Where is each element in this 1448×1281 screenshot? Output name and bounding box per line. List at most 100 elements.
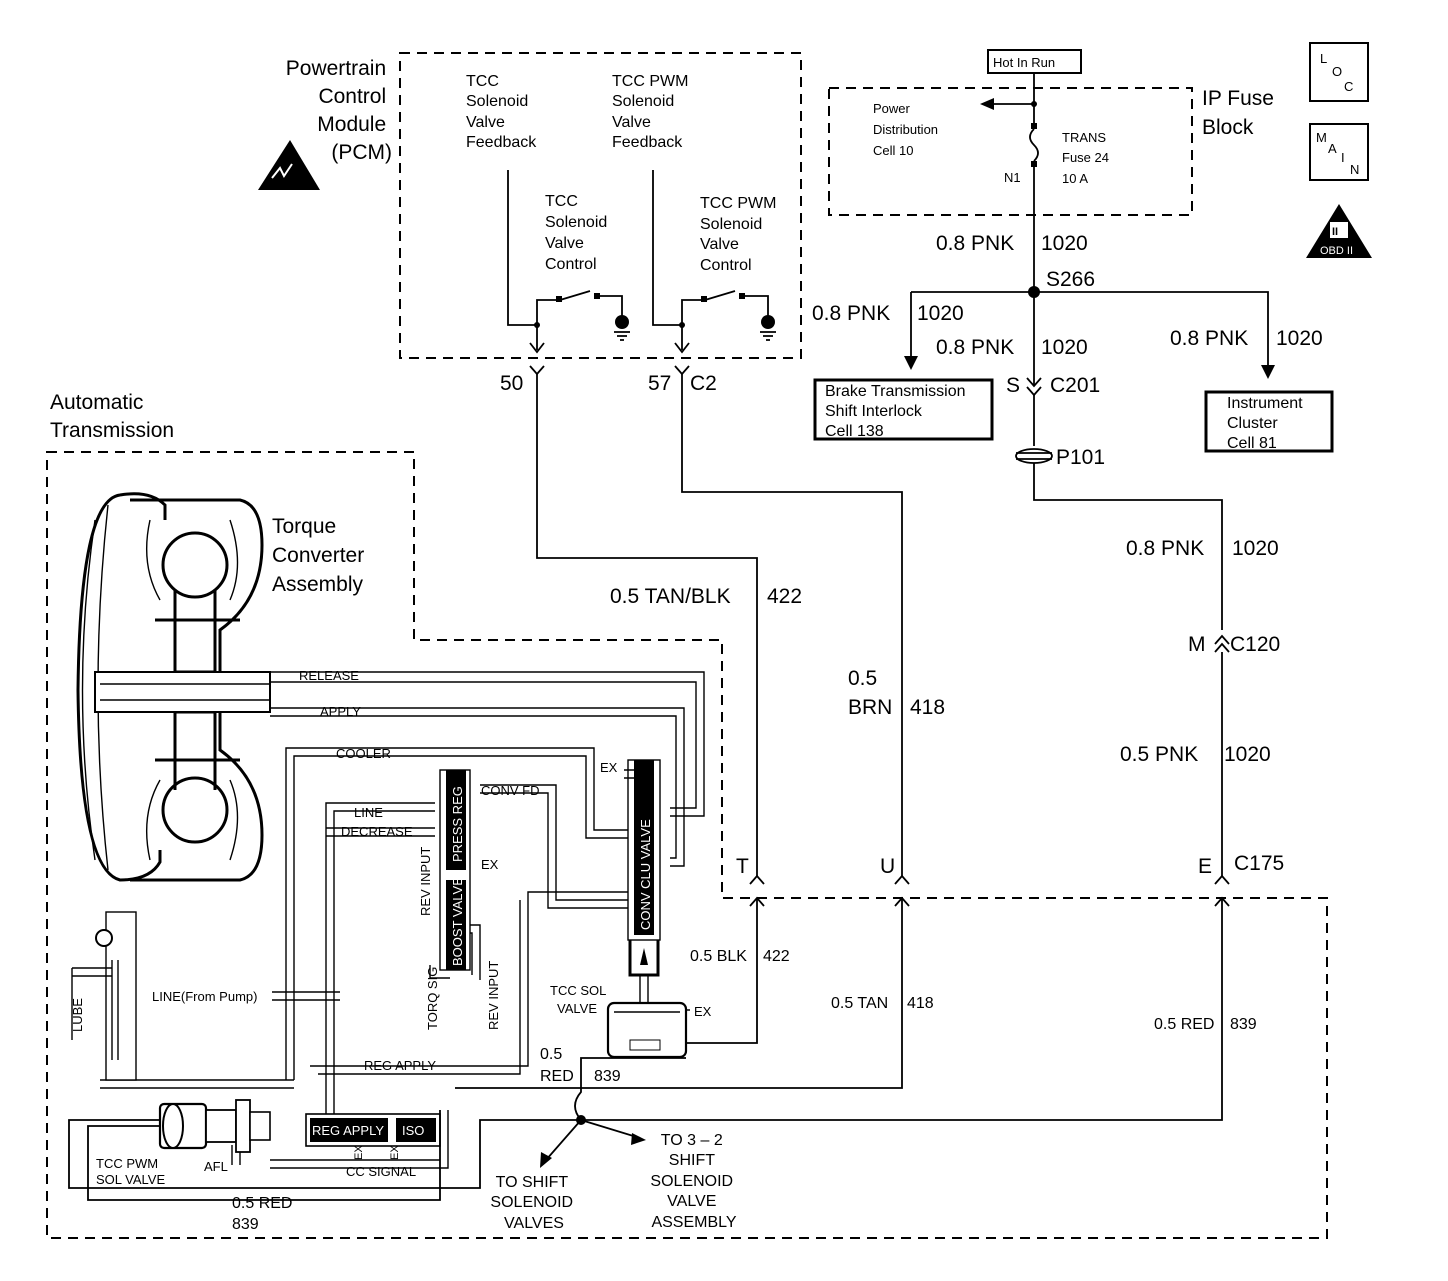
pin-50: 50 <box>500 372 523 395</box>
trans-fuse-label: TRANS Fuse 24 10 A <box>1062 130 1113 186</box>
obd-ii-icon: II OBD II <box>1306 204 1372 258</box>
svg-text:0.5 RED: 0.5 RED <box>232 1195 292 1212</box>
tcc-pwm-sol-label: TCC PWM SOL VALVE <box>96 1156 165 1187</box>
release-label: RELEASE <box>299 668 359 683</box>
rev-input-label-right: REV INPUT <box>486 961 501 1030</box>
svg-text:REG APPLY: REG APPLY <box>312 1123 384 1138</box>
tan-418-wire <box>455 898 903 1089</box>
svg-text:T: T <box>736 855 749 878</box>
tcc-feedback-label: TCC Solenoid Valve Feedback <box>466 73 537 151</box>
svg-text:S266: S266 <box>1046 268 1095 291</box>
to-32-shift-label: TO 3 – 2 SHIFT SOLENOID VALVE ASSEMBLY <box>650 1132 737 1231</box>
conv-clu-ex-label: EX <box>600 760 618 775</box>
svg-text:P101: P101 <box>1056 446 1105 469</box>
svg-text:U: U <box>880 855 895 878</box>
svg-text:0.8 PNK: 0.8 PNK <box>936 232 1014 255</box>
svg-text:0.5 PNK: 0.5 PNK <box>1120 743 1198 766</box>
tan-blk-422-wire <box>536 374 758 876</box>
line-label: LINE <box>354 805 383 820</box>
svg-text:BRN: BRN <box>848 696 892 719</box>
cooler-assembly <box>71 911 137 1081</box>
svg-text:0.8 PNK: 0.8 PNK <box>936 336 1014 359</box>
svg-text:N: N <box>1350 162 1359 177</box>
svg-text:C120: C120 <box>1230 633 1280 656</box>
hot-in-run-label: Hot In Run <box>993 55 1055 70</box>
brake-interlock-box <box>813 378 994 441</box>
red-839-mid-label: 0.5 RED 839 <box>540 1046 621 1085</box>
instrument-cluster-label: Instrument Cluster Cell 81 <box>1227 395 1307 452</box>
svg-text:422: 422 <box>763 948 790 965</box>
pnk-distribution: 0.8 PNK 1020 S266 0.8 PNK 1020 0.8 PNK 1… <box>812 232 1334 876</box>
line-from-pump <box>272 991 340 1001</box>
pass-through-p101 <box>1015 448 1053 464</box>
power-distribution-label: Power Distribution Cell 10 <box>873 101 942 158</box>
hydraulic-circuit: RELEASE APPLY COOLER LINE DECREASE CONV … <box>100 668 705 1179</box>
pcm-title: Powertrain Control Module (PCM) <box>286 57 392 164</box>
iso-ex-label-1: EX <box>353 1145 365 1160</box>
torq-sig-label: TORQ SIG <box>425 967 440 1030</box>
svg-text:0.5 TAN/BLK: 0.5 TAN/BLK <box>610 585 731 608</box>
svg-text:418: 418 <box>910 696 945 719</box>
pcm-harness: 0.5 TAN/BLK 422 0.5 BRN 418 <box>536 374 945 876</box>
conv-fd-passage <box>480 784 632 909</box>
hot-in-run-feed <box>990 73 1035 125</box>
tcc-pwm-control-label: TCC PWM Solenoid Valve Control <box>700 195 781 274</box>
svg-text:C: C <box>1344 79 1353 94</box>
red-839-wire <box>581 898 1223 1121</box>
iso-ex-label-2: EX <box>389 1145 401 1160</box>
fuse-symbol <box>1029 128 1039 162</box>
cooler-passage <box>285 747 632 1080</box>
ip-fuse-block-title: IP Fuse Block <box>1202 87 1280 139</box>
cooler-label: COOLER <box>336 746 391 761</box>
svg-text:C175: C175 <box>1234 852 1284 875</box>
instrument-cluster-box <box>1204 390 1334 453</box>
reg-apply-label: REG APPLY <box>364 1058 436 1073</box>
svg-text:418: 418 <box>907 995 934 1012</box>
pcm-module: Powertrain Control Module (PCM) TCC Sole… <box>258 52 802 395</box>
reg-apply-iso-valve: REG APPLY ISO <box>305 1113 441 1147</box>
svg-text:0.5 RED: 0.5 RED <box>1154 1016 1214 1033</box>
esd-warning-icon <box>258 140 320 190</box>
svg-text:0.5: 0.5 <box>848 667 877 690</box>
svg-text:0.5 BLK: 0.5 BLK <box>690 948 747 965</box>
svg-text:L: L <box>1320 51 1327 66</box>
svg-text:M: M <box>1316 130 1327 145</box>
release-passage <box>270 671 705 817</box>
terminal-n1: N1 <box>1004 170 1021 185</box>
pin-57: 57 <box>648 372 671 395</box>
svg-text:422: 422 <box>767 585 802 608</box>
svg-text:ISO: ISO <box>402 1123 424 1138</box>
brake-interlock-label: Brake Transmission Shift Interlock Cell … <box>825 383 970 440</box>
svg-text:839: 839 <box>1230 1016 1257 1033</box>
to-shift-solenoid-label: TO SHIFT SOLENOID VALVES <box>490 1174 577 1232</box>
svg-text:0.8 PNK: 0.8 PNK <box>1170 327 1248 350</box>
svg-text:A: A <box>1328 141 1337 156</box>
svg-text:E: E <box>1198 855 1212 878</box>
tcc-solenoid-valve <box>606 940 690 1059</box>
transmission-title: Automatic Transmission <box>50 391 174 442</box>
svg-text:OBD II: OBD II <box>1320 245 1353 257</box>
connector-c2: C2 <box>690 372 717 395</box>
ground-symbol <box>761 315 775 329</box>
conv-fd-label: CONV FD <box>481 783 540 798</box>
fuse-block: Hot In Run IP Fuse Block Power Distribut… <box>828 49 1280 385</box>
svg-text:1020: 1020 <box>1224 743 1271 766</box>
reg-apply-passage <box>310 891 632 1075</box>
svg-text:839: 839 <box>232 1216 259 1233</box>
main-icon: M A I N <box>1309 123 1369 181</box>
line-from-pump-label: LINE(From Pump) <box>152 989 257 1004</box>
svg-text:0.8 PNK: 0.8 PNK <box>1126 537 1204 560</box>
red-839-bottom-wire <box>68 1119 581 1189</box>
svg-text:I: I <box>1341 150 1345 165</box>
loc-icon: L O C <box>1309 42 1369 102</box>
decrease-label: DECREASE <box>341 824 413 839</box>
cc-signal-passage <box>231 1110 449 1169</box>
svg-text:BOOST VALVE: BOOST VALVE <box>450 877 465 966</box>
tcc-pwm-feedback-label: TCC PWM Solenoid Valve Feedback <box>612 73 693 151</box>
tcc-sol-valve-label: TCC SOL VALVE <box>550 983 609 1016</box>
svg-text:C201: C201 <box>1050 374 1100 397</box>
lube-label: LUBE <box>70 998 85 1032</box>
svg-text:1020: 1020 <box>1232 537 1279 560</box>
svg-text:1020: 1020 <box>917 302 964 325</box>
